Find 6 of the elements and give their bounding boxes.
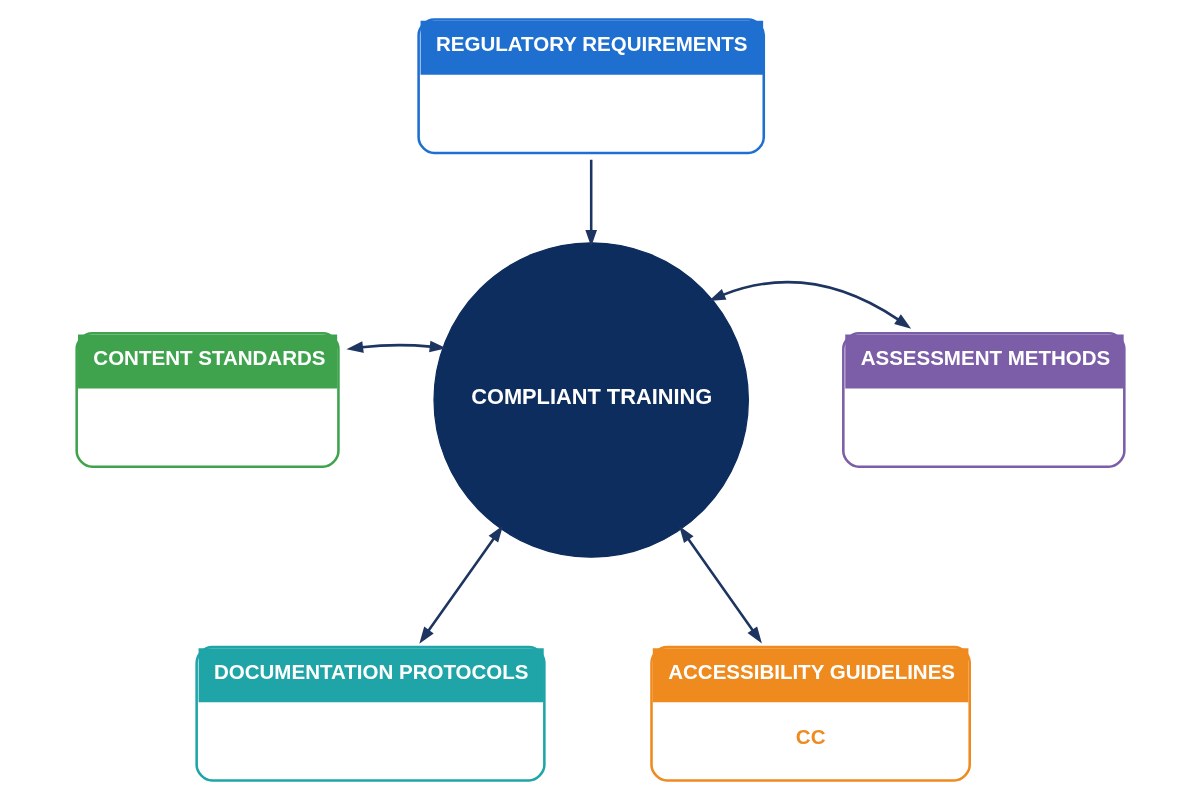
arrow (678, 526, 762, 644)
node-circle: COMPLIANT TRAINING (432, 242, 749, 558)
arrow (708, 280, 911, 329)
arrow (345, 340, 446, 353)
arrow (584, 159, 597, 247)
arrow (418, 525, 503, 644)
